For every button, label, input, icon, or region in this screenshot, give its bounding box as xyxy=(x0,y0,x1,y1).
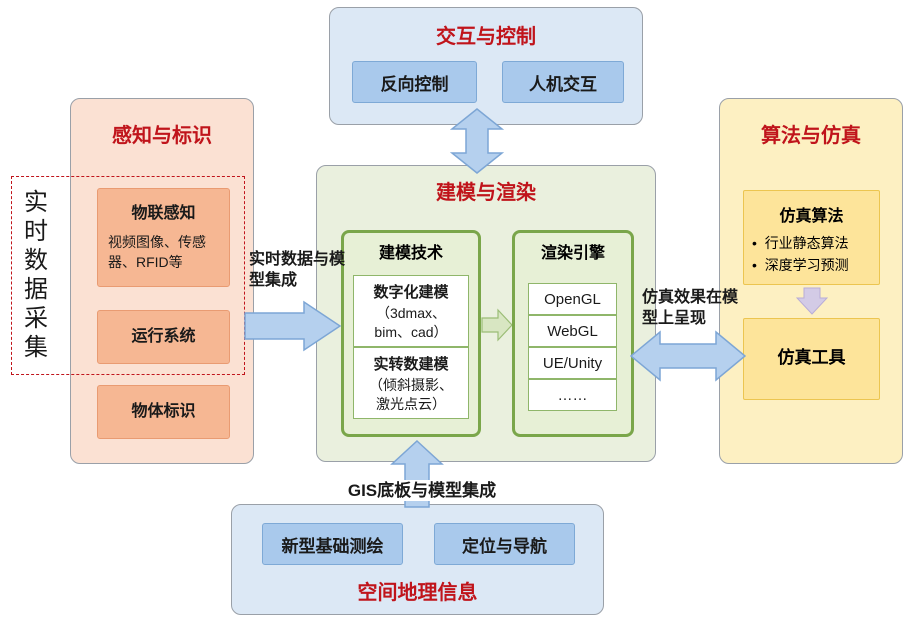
sim-effect-label: 仿真效果在模型上呈现 xyxy=(642,289,739,327)
hci-box: 人机交互 xyxy=(502,61,624,103)
digital-modeling-desc: （3dmax、bim、cad） xyxy=(374,304,448,340)
perception-to-modeling-arrow xyxy=(244,300,342,352)
sim-tool-box: 仿真工具 xyxy=(743,318,880,400)
modeling-tech-box: 建模技术 数字化建模 （3dmax、bim、cad） 实转数建模 （倾斜摄影、激… xyxy=(341,230,481,437)
reverse-control-box: 反向控制 xyxy=(352,61,477,103)
scan-modeling-title: 实转数建模 xyxy=(373,355,449,373)
perception-panel: 感知与标识 物联感知 视频图像、传感器、RFID等 运行系统 物体标识 xyxy=(70,98,254,464)
engine-webgl: WebGL xyxy=(528,315,617,347)
tech-to-engine-arrow xyxy=(481,308,513,342)
modeling-tech-title: 建模技术 xyxy=(378,245,443,262)
render-engine-title: 渲染引擎 xyxy=(540,245,605,262)
algo-to-tool-arrow xyxy=(796,287,828,315)
interaction-modeling-arrow xyxy=(450,108,504,174)
digital-modeling-title: 数字化建模 xyxy=(373,283,449,301)
sim-algo-item-2-text: 深度学习预测 xyxy=(764,257,849,273)
sim-algo-box: 仿真算法 • 行业静态算法 • 深度学习预测 xyxy=(743,190,880,285)
algo-panel: 算法与仿真 仿真算法 • 行业静态算法 • 深度学习预测 仿真工具 xyxy=(719,98,903,464)
realtime-integration-label: 实时数据与模型集成 xyxy=(249,251,346,289)
sim-algo-item-1: • 行业静态算法 xyxy=(752,235,849,251)
engine-opengl: OpenGL xyxy=(528,283,617,315)
ops-box: 运行系统 xyxy=(97,310,230,364)
object-id-box: 物体标识 xyxy=(97,385,230,439)
gis-integration-label: GIS底板与模型集成 xyxy=(332,480,512,501)
engine-ue-unity: UE/Unity xyxy=(528,347,617,379)
modeling-algo-arrow xyxy=(630,330,746,382)
sim-algo-item-1-text: 行业静态算法 xyxy=(764,235,849,251)
interaction-title: 交互与控制 xyxy=(436,26,536,48)
geo-to-modeling-arrow xyxy=(390,440,444,508)
iot-box: 物联感知 视频图像、传感器、RFID等 xyxy=(97,188,230,287)
perception-title: 感知与标识 xyxy=(112,125,212,147)
geo-panel: 新型基础测绘 定位与导航 空间地理信息 xyxy=(231,504,604,615)
modeling-title: 建模与渲染 xyxy=(436,182,536,204)
scan-modeling-desc: （倾斜摄影、激光点云） xyxy=(369,376,453,412)
render-engine-box: 渲染引擎 OpenGL WebGL UE/Unity …… xyxy=(512,230,634,437)
modeling-panel: 建模与渲染 建模技术 数字化建模 （3dmax、bim、cad） 实转数建模 （… xyxy=(316,165,656,462)
iot-desc: 视频图像、传感器、RFID等 xyxy=(108,234,206,270)
sim-algo-title: 仿真算法 xyxy=(779,208,844,225)
positioning-nav-box: 定位与导航 xyxy=(434,523,575,565)
interaction-panel: 交互与控制 反向控制 人机交互 xyxy=(329,7,643,125)
realtime-collection-box xyxy=(11,176,245,375)
digital-modeling-cell: 数字化建模 （3dmax、bim、cad） xyxy=(353,275,469,347)
sim-algo-item-2: • 深度学习预测 xyxy=(752,257,849,273)
geo-title: 空间地理信息 xyxy=(357,582,478,604)
engine-more: …… xyxy=(528,379,617,411)
iot-title: 物联感知 xyxy=(131,205,196,222)
realtime-collection-label: 实时数据采集 xyxy=(24,189,48,361)
new-surveying-box: 新型基础测绘 xyxy=(262,523,403,565)
algo-title: 算法与仿真 xyxy=(761,125,861,147)
scan-modeling-cell: 实转数建模 （倾斜摄影、激光点云） xyxy=(353,347,469,419)
